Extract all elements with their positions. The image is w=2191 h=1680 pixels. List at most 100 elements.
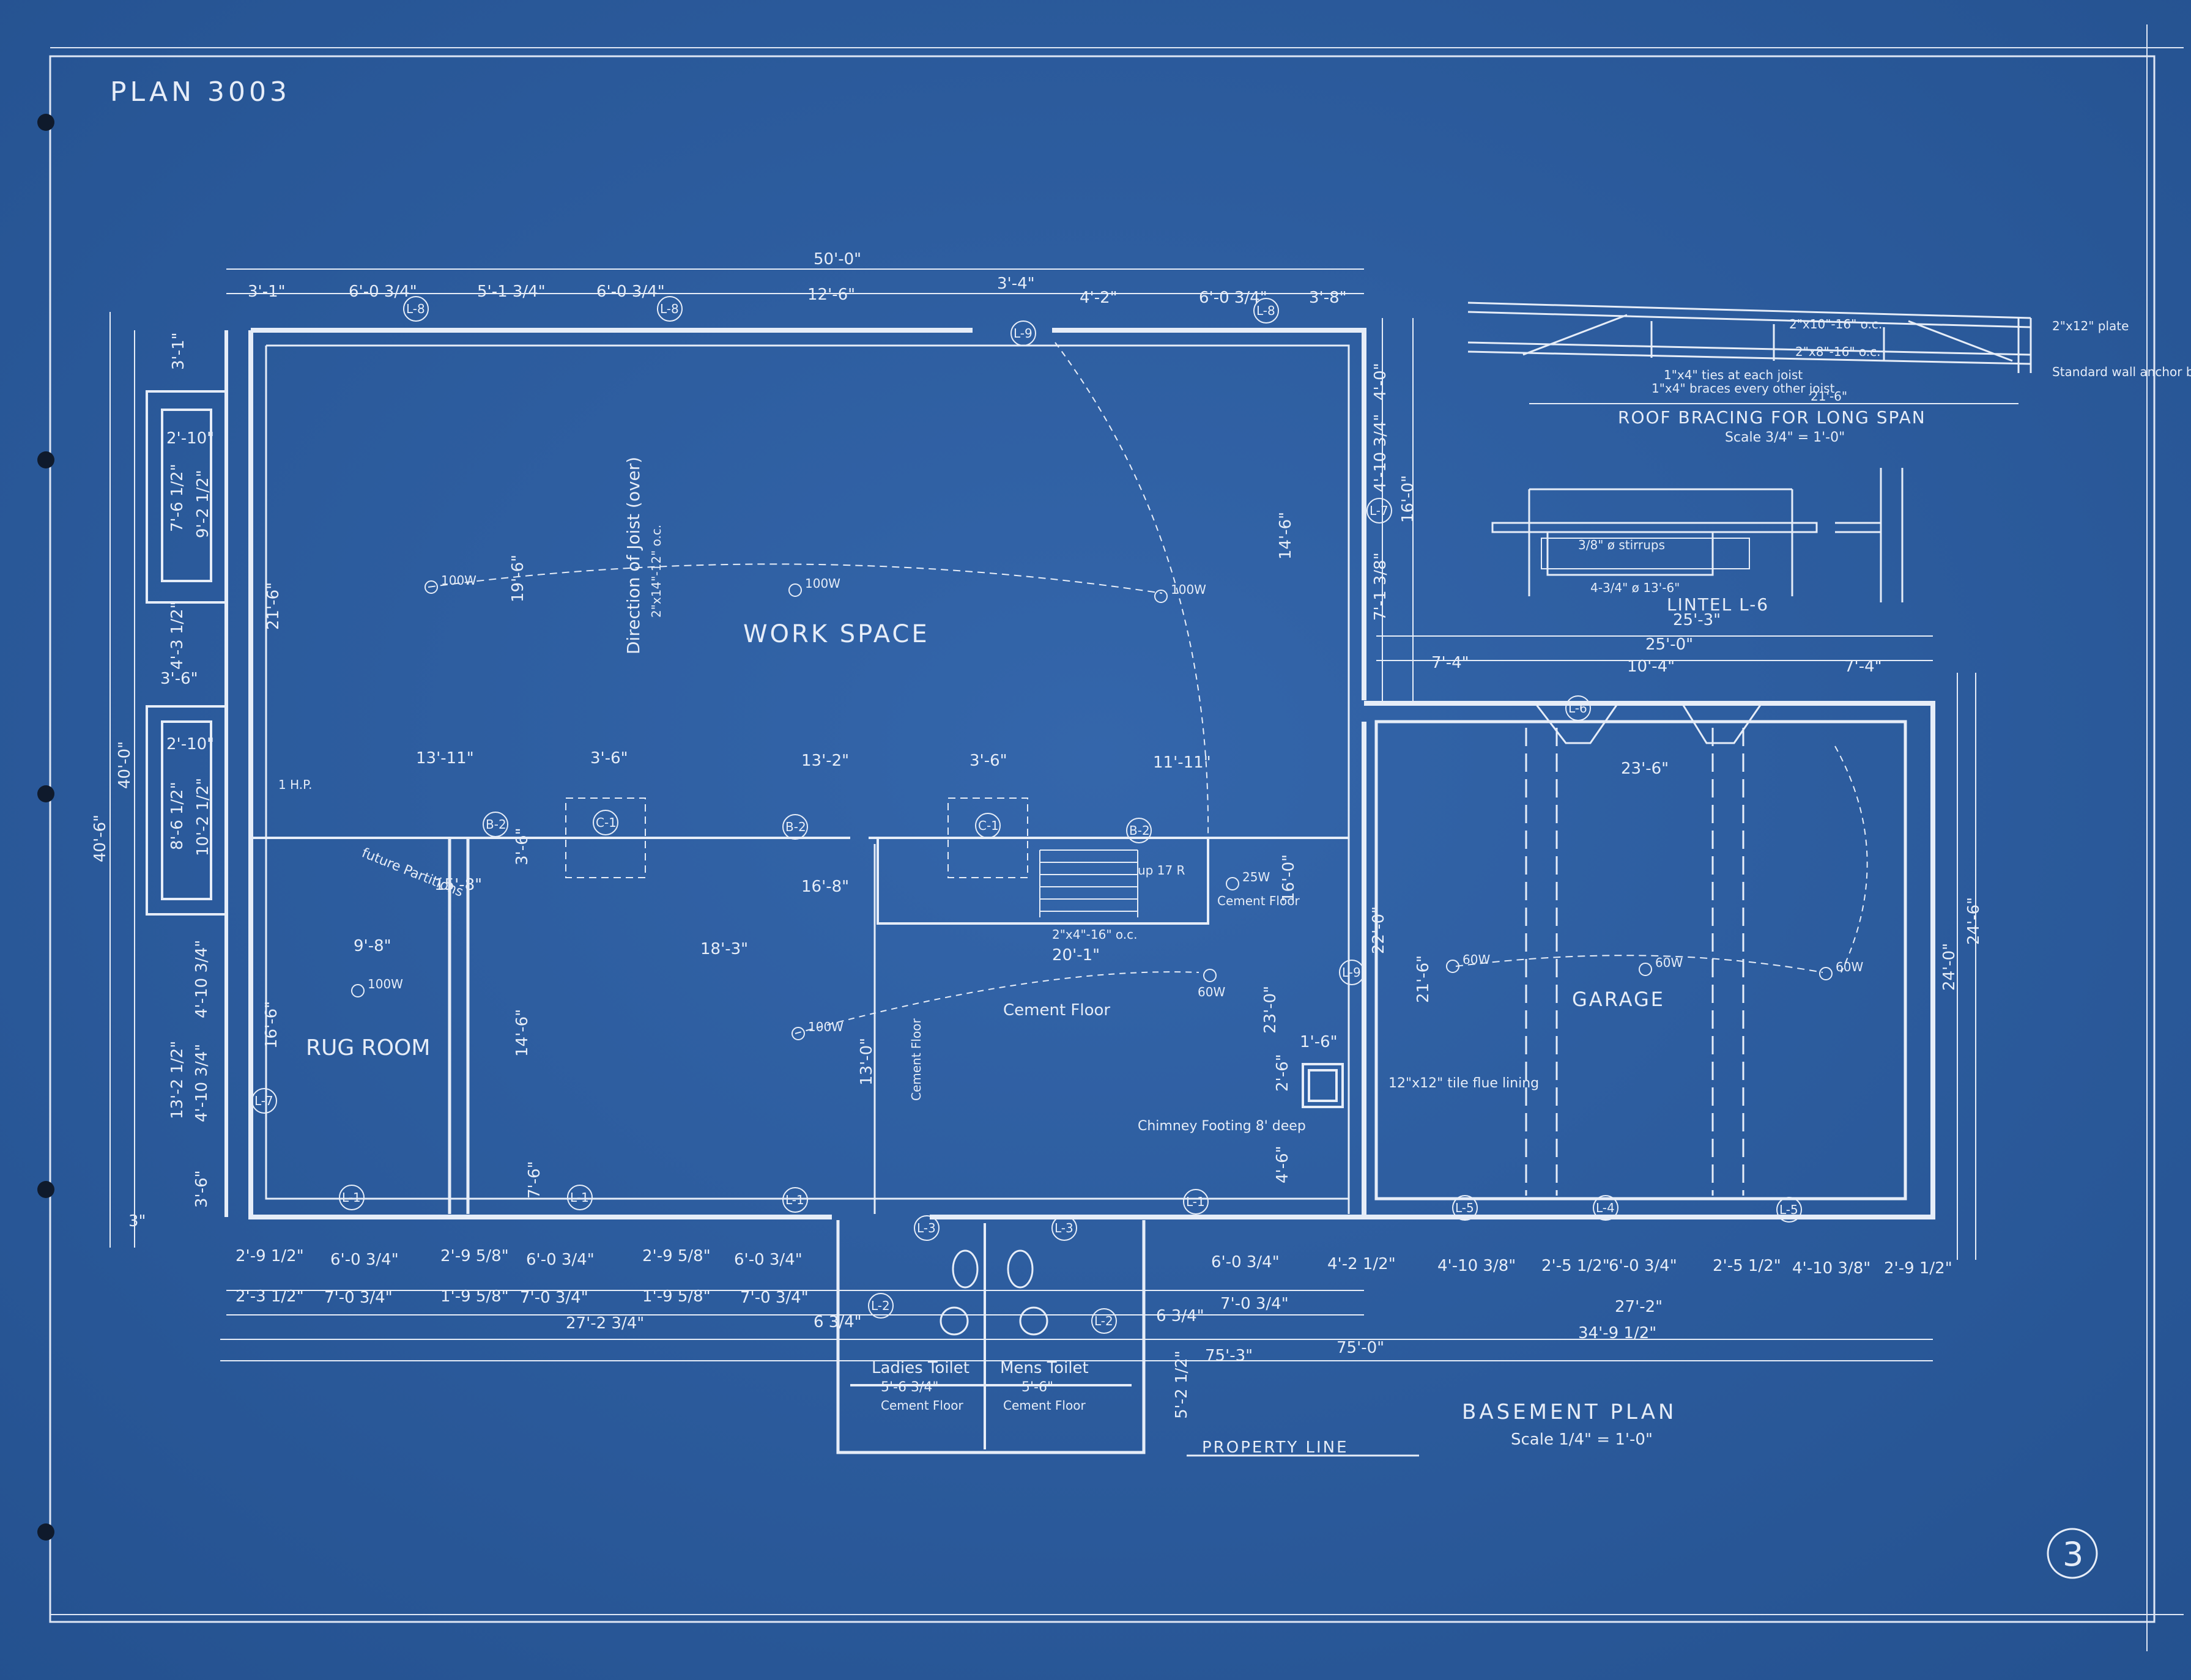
dim-bottom-3: 5'-2 1/2" (1173, 1350, 1191, 1419)
dim-interior: 23'-0" (1261, 986, 1280, 1034)
dim-interior: 14'-6" (1277, 512, 1295, 560)
column-tags: C-1 C-1 B-2 B-2 B-2 (483, 810, 1152, 843)
dim-left: 3'-1" (169, 332, 188, 370)
lintel-tag: L-2 (1091, 1308, 1117, 1334)
lintel-tag: L-8 (657, 296, 683, 322)
lintel-wall-section (1835, 468, 1904, 602)
dim-top: 3'-1" (248, 283, 286, 301)
drawing-title: BASEMENT PLAN (1462, 1400, 1677, 1424)
svg-text:L-3: L-3 (1055, 1221, 1073, 1235)
svg-text:L-9: L-9 (1014, 326, 1032, 341)
column-tag: C-1 (593, 810, 618, 835)
binding-hole (37, 451, 54, 468)
dim-left: 2'-10" (166, 735, 214, 753)
sheet-number: 3 (2063, 1535, 2083, 1574)
svg-text:L-8: L-8 (660, 302, 679, 316)
light-fixture: 100W (788, 576, 840, 597)
lintel-tag: L-8 (1253, 298, 1279, 324)
rug-room-wall (448, 838, 470, 1214)
dim-interior: 2'-6" (1273, 1054, 1292, 1092)
floor-label-stair: Cement Floor (1217, 894, 1300, 908)
svg-text:L-8: L-8 (406, 302, 425, 316)
stair-enclosure (877, 838, 1209, 925)
lintel-tag: L-5 (1452, 1195, 1478, 1221)
dim-bottom-1: 6'-0 3/4" (330, 1251, 399, 1269)
dim-interior: 3'-6" (969, 752, 1007, 770)
chimney (1302, 1063, 1344, 1108)
svg-text:100W: 100W (368, 977, 403, 991)
water-closet-fixture (952, 1249, 979, 1289)
dimensions-bottom: 2'-9 1/2" 6'-0 3/4" 2'-9 5/8" 6'-0 3/4" … (235, 1247, 1952, 1419)
svg-text:C-1: C-1 (596, 815, 617, 830)
roof-bracing-wall (2017, 318, 2032, 373)
dim-right: 22'-0" (1370, 906, 1388, 954)
svg-text:B-2: B-2 (785, 820, 806, 834)
lintel-tag: L-1 (339, 1185, 365, 1210)
toilet-divider (850, 1223, 1132, 1449)
roof-bracing-span: 21'-6" (1811, 389, 1847, 404)
lintel-tag: L-1 (567, 1185, 593, 1210)
lintel-detail (1491, 468, 1904, 602)
dim-bottom-1: 2'-9 1/2" (235, 1247, 304, 1265)
column-footing (947, 797, 1028, 878)
dim-right: 7'-1 3/8" (1371, 552, 1390, 621)
lintel-tag: L-9 (1339, 960, 1365, 985)
toilet-annex (836, 1220, 1146, 1454)
svg-text:B-2: B-2 (1129, 823, 1150, 838)
dim-bottom-1: 4'-10 3/8" (1792, 1259, 1870, 1278)
dim-bottom-2: 7'-0 3/4" (1220, 1295, 1289, 1313)
roof-bracing-braces: 1"x4" braces every other joist (1652, 381, 1835, 396)
dim-interior: 20'-1" (1052, 946, 1100, 964)
room-label-garage: GARAGE (1572, 988, 1665, 1011)
svg-text:L-7: L-7 (254, 1093, 273, 1108)
garage-wall (1374, 720, 1907, 1201)
svg-text:60W: 60W (1198, 985, 1225, 999)
svg-text:L-3: L-3 (917, 1221, 936, 1235)
light-fixture: 60W (1198, 969, 1225, 999)
light-fixture: 60W (1446, 952, 1490, 973)
lintel-tag: L-3 (914, 1215, 940, 1241)
dim-bottom-1: 6'-0 3/4" (1609, 1257, 1677, 1275)
border-frame (49, 55, 2156, 1623)
stair-treads (1039, 849, 1138, 917)
dim-bottom-2: 1'-9 5/8" (440, 1287, 509, 1306)
floor-label-vertical: Cement Floor (909, 1018, 924, 1101)
dim-garage: 7'-4" (1844, 657, 1882, 676)
roof-bracing-joist-top: 2"x10"-16" o.c. (1789, 317, 1882, 331)
sheet-number-circle (2047, 1528, 2098, 1579)
dim-bottom-2: 7'-0 3/4" (520, 1289, 588, 1307)
dim-top: 3'-4" (997, 275, 1035, 293)
dim-left: 4'-3 1/2" (168, 601, 187, 670)
door-swing-arc-lower (795, 971, 1199, 1034)
room-label-ladies-toilet: Ladies Toilet (872, 1359, 969, 1377)
floor-label-mens: Cement Floor (1003, 1398, 1086, 1413)
toilet-dim-mens: 5'-6" (1021, 1380, 1053, 1395)
dim-bottom-2: 1'-9 5/8" (642, 1287, 711, 1306)
svg-text:25W: 25W (1242, 870, 1270, 884)
svg-text:100W: 100W (1171, 582, 1206, 597)
dim-left: 10'-2 1/2" (194, 778, 212, 856)
dim-left: 4'-10 3/4" (193, 1044, 211, 1122)
dim-interior: 14'-6" (513, 1009, 532, 1057)
binding-hole (37, 1181, 54, 1198)
dim-top: 6'-0 3/4" (349, 283, 417, 301)
dim-left: 3'-6" (160, 670, 198, 688)
column-footing (565, 797, 646, 878)
dim-interior: 7'-6" (525, 1161, 544, 1199)
dim-bottom-2: 7'-0 3/4" (324, 1289, 393, 1307)
note-chimney: Chimney Footing 8' deep (1138, 1119, 1306, 1134)
beam-tag: B-2 (483, 812, 508, 837)
dim-right: 21'-6" (1414, 955, 1433, 1003)
room-label-work-space: WORK SPACE (743, 620, 930, 648)
dim-right: 4'-0" (1371, 363, 1390, 401)
dimensions-right: 4'-0" 4'-10 3/4" 16'-0" 7'-1 3/8" 22'-0"… (1370, 363, 1983, 1003)
roof-bracing-plate: 2"x12" plate (2052, 319, 2129, 333)
dim-bottom-1: 6'-0 3/4" (734, 1251, 803, 1269)
light-fixture: 100W (424, 573, 476, 594)
dim-bottom-1: 4'-2 1/2" (1327, 1255, 1396, 1273)
svg-text:60W: 60W (1463, 952, 1490, 967)
dim-left-overall: 40'-6" (91, 815, 109, 862)
light-fixture: 60W (1639, 955, 1683, 976)
svg-text:60W: 60W (1836, 960, 1863, 974)
dimensions-top: 50'-0" 3'-1" 6'-0 3/4" 5'-1 3/4" 6'-0 3/… (248, 250, 1347, 307)
